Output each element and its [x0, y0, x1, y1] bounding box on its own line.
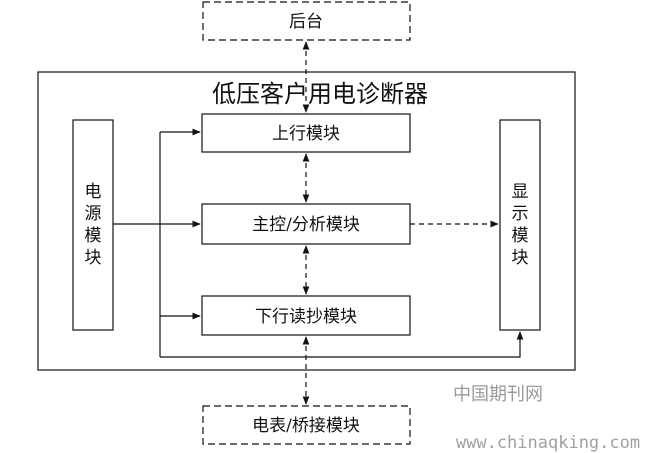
uplink-module-box [201, 113, 411, 153]
downlink-module-box [201, 295, 411, 336]
watermark-url: www.chinaqking.com [456, 433, 640, 453]
power-module-box [72, 119, 114, 331]
display-module-char-2: 示 [512, 204, 529, 224]
power-module-char-4: 块 [85, 248, 102, 268]
device-title: 低压客户用电诊断器 [212, 80, 428, 108]
backend-label: 后台 [289, 12, 323, 32]
backend-box [202, 1, 411, 41]
power-module-char-1: 电 [85, 182, 102, 202]
watermark-name: 中国期刊网 [453, 384, 543, 405]
display-module-box [499, 119, 541, 331]
display-module-char-3: 模 [512, 226, 529, 246]
meter-bridge-box [202, 405, 411, 445]
uplink-module-label: 上行模块 [272, 124, 340, 144]
display-module-char-4: 块 [512, 248, 529, 268]
downlink-module-label: 下行读抄模块 [255, 307, 357, 327]
meter-bridge-label: 电表/桥接模块 [252, 416, 360, 436]
display-module-char-1: 显 [512, 182, 529, 202]
power-module-char-2: 源 [85, 204, 102, 224]
main-control-module-label: 主控/分析模块 [252, 215, 360, 235]
power-module-char-3: 模 [85, 226, 102, 246]
power-feed-display [160, 331, 524, 358]
